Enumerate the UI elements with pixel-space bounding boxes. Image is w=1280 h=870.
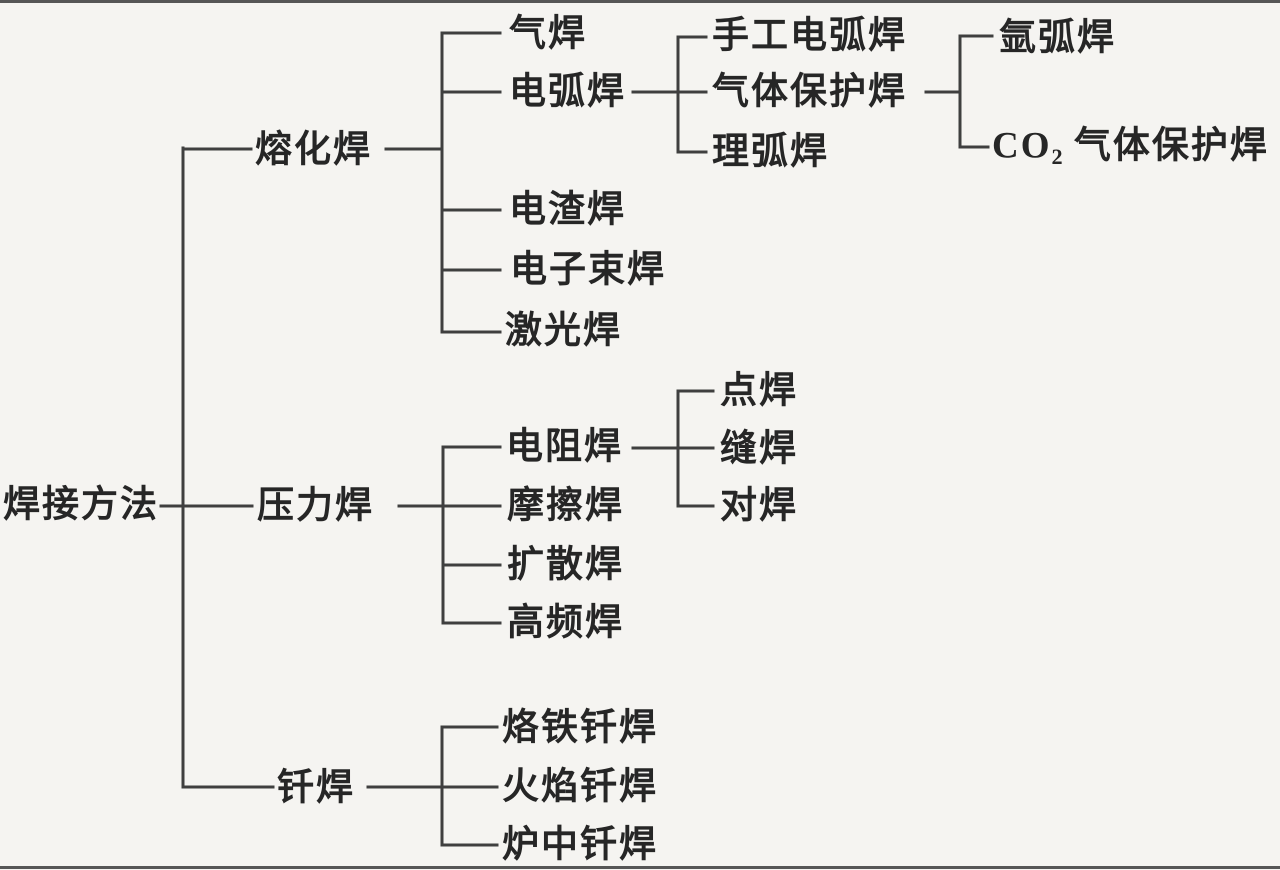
node-butt-welding: 对焊 <box>720 485 798 527</box>
node-root: 焊接方法 <box>3 484 159 526</box>
node-high-frequency-welding: 高频焊 <box>507 602 624 644</box>
node-furnace-brazing: 炉中钎焊 <box>502 824 658 866</box>
node-brazing: 钎焊 <box>277 767 355 809</box>
node-co2-gas-shielded-welding: CO2 气体保护焊 <box>992 128 1269 169</box>
node-gas-shielded-welding: 气体保护焊 <box>712 71 907 113</box>
node-gas-welding: 气焊 <box>509 13 587 55</box>
node-fusion-welding: 熔化焊 <box>255 129 372 171</box>
co2-suffix-text: 气体保护焊 <box>1062 125 1269 167</box>
node-submerged-arc-welding: 理弧焊 <box>712 131 829 173</box>
node-electroslag-welding: 电渣焊 <box>509 189 626 231</box>
node-resistance-welding: 电阻焊 <box>506 426 623 468</box>
node-flame-brazing: 火焰钎焊 <box>502 766 658 808</box>
co2-subscript: 2 <box>1051 144 1063 170</box>
node-spot-welding: 点焊 <box>720 370 798 412</box>
node-soldering-iron-brazing: 烙铁钎焊 <box>502 707 658 749</box>
bottom-border-strip <box>0 866 1280 869</box>
node-laser-welding: 激光焊 <box>505 310 622 352</box>
node-argon-arc-welding: 氩弧焊 <box>999 17 1116 59</box>
top-border-strip <box>0 0 1280 3</box>
node-manual-arc-welding: 手工电弧焊 <box>712 15 907 57</box>
node-friction-welding: 摩擦焊 <box>507 485 624 527</box>
node-arc-welding: 电弧焊 <box>509 71 626 113</box>
node-diffusion-welding: 扩散焊 <box>507 544 624 586</box>
node-electron-beam-welding: 电子束焊 <box>510 249 666 291</box>
co2-formula: CO2 <box>992 125 1063 170</box>
node-pressure-welding: 压力焊 <box>257 485 374 527</box>
node-seam-welding: 缝焊 <box>720 428 798 470</box>
